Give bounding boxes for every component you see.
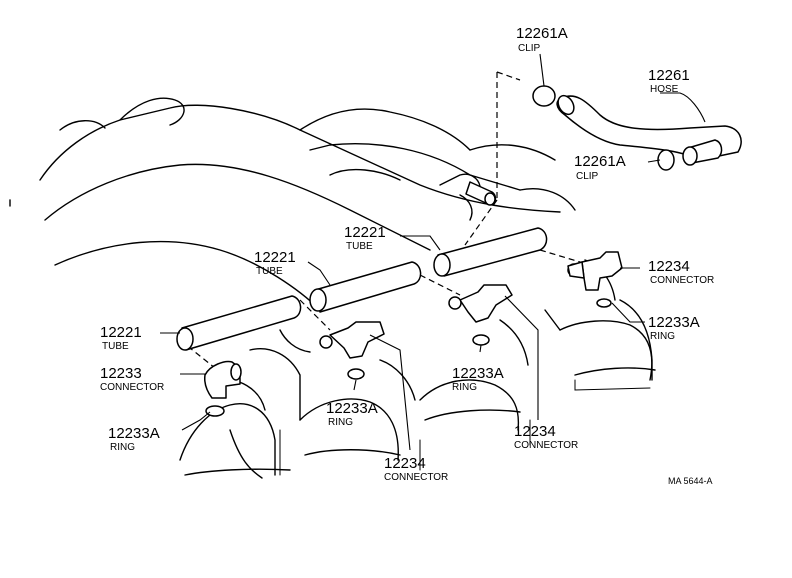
part-labels: 12261A CLIP 12261 HOSE 12261A CLIP 12221… [100,25,714,486]
label-tube-right: 12221 TUBE [344,224,386,252]
svg-text:12261: 12261 [648,67,690,84]
svg-text:RING: RING [110,442,135,453]
intake-manifold [9,97,656,479]
label-clip-top: 12261A CLIP [516,25,568,54]
svg-text:12221: 12221 [100,324,142,341]
label-ring-right: 12233A RING [648,314,700,342]
label-clip-mid: 12261A CLIP [574,153,626,182]
svg-text:12233A: 12233A [326,400,378,417]
label-ring-left: 12233A RING [108,425,160,453]
svg-text:RING: RING [328,417,353,428]
svg-text:12221: 12221 [344,224,386,241]
svg-text:TUBE: TUBE [346,241,373,252]
label-connector-left: 12233 CONNECTOR [100,365,164,393]
hose-part [556,94,742,166]
svg-text:HOSE: HOSE [650,84,679,95]
svg-text:RING: RING [452,382,477,393]
svg-text:12233: 12233 [100,365,142,382]
svg-text:CONNECTOR: CONNECTOR [100,382,164,393]
label-ring-center: 12233A RING [452,365,504,393]
label-tube-mid: 12221 TUBE [254,249,296,277]
label-connector-bottom: 12234 CONNECTOR [384,455,448,483]
label-connector-center: 12234 CONNECTOR [514,423,578,451]
svg-text:CONNECTOR: CONNECTOR [650,275,714,286]
connector-parts [204,251,623,417]
svg-text:12261A: 12261A [516,25,568,42]
svg-text:TUBE: TUBE [102,341,129,352]
label-ring-midleft: 12233A RING [326,400,378,428]
diagram-code: MA 5644-A [668,476,713,486]
svg-text:12234: 12234 [384,455,426,472]
svg-text:12234: 12234 [648,258,690,275]
label-tube-left: 12221 TUBE [100,324,142,352]
svg-text:TUBE: TUBE [256,266,283,277]
label-connector-right: 12234 CONNECTOR [648,258,714,286]
svg-text:RING: RING [650,331,675,342]
svg-text:12234: 12234 [514,423,556,440]
svg-text:12233A: 12233A [648,314,700,331]
svg-text:12233A: 12233A [108,425,160,442]
svg-text:12221: 12221 [254,249,296,266]
svg-text:CLIP: CLIP [576,171,599,182]
pipe-stub [465,181,497,206]
label-hose: 12261 HOSE [648,67,690,95]
svg-text:CONNECTOR: CONNECTOR [514,440,578,451]
svg-text:CLIP: CLIP [518,43,541,54]
leader-lines [160,53,706,451]
tube-parts [176,227,548,351]
svg-text:CONNECTOR: CONNECTOR [384,472,448,483]
svg-text:12261A: 12261A [574,153,626,170]
svg-text:12233A: 12233A [452,365,504,382]
